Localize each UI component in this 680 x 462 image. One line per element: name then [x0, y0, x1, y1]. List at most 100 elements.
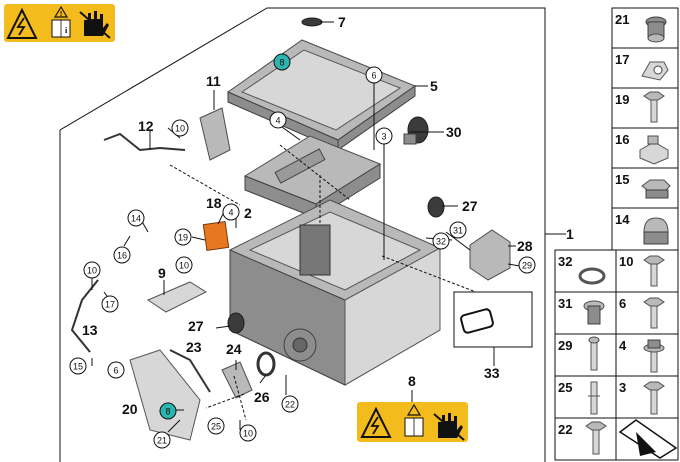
part-22-screw-icon: [585, 421, 607, 455]
callout-27-top: 27: [462, 198, 478, 214]
callout-28: 28: [517, 238, 533, 254]
callout-19: 19: [174, 228, 192, 246]
sensor-23: [169, 349, 211, 393]
callout-4-mid: 4: [222, 203, 240, 221]
callout-30: 30: [446, 124, 462, 140]
svg-text:22: 22: [285, 400, 295, 410]
shield-20: [129, 349, 201, 441]
callout-17: 17: [101, 295, 119, 313]
callout-27-bottom: 27: [188, 318, 204, 334]
part-14-label: 14: [615, 212, 630, 227]
callout-26: 26: [254, 389, 270, 405]
circled-callouts: 8 6 4 3 10 4 14 19: [69, 53, 536, 449]
svg-text:15: 15: [73, 362, 83, 372]
svg-text:10: 10: [175, 124, 185, 134]
svg-text:17: 17: [105, 300, 115, 310]
high-voltage-warning-icon: [6, 7, 38, 39]
svg-text:8: 8: [279, 58, 284, 68]
svg-text:10: 10: [243, 429, 253, 439]
warning-label-bottom: [357, 402, 468, 442]
part-14-cap-nut-icon: [643, 217, 669, 245]
plate-9: [146, 281, 208, 313]
callout-10-a: 10: [171, 119, 189, 137]
part-29-label: 29: [558, 338, 572, 353]
callout-4-top: 4: [269, 111, 287, 129]
callout-18: 18: [206, 195, 222, 211]
callout-11: 11: [206, 73, 221, 89]
callout-33: 33: [484, 365, 500, 381]
svg-text:4: 4: [228, 208, 233, 218]
seal-27-bottom: [227, 312, 245, 334]
cable-12: [103, 132, 186, 152]
cable-13: [70, 279, 99, 353]
callout-8-bottom: 8: [159, 402, 177, 420]
callout-31: 31: [449, 221, 467, 239]
caution-manual-icon: ! i: [51, 5, 71, 38]
part-21-label: 21: [615, 12, 629, 27]
part-19-label: 19: [615, 92, 629, 107]
part-32-ring-icon: [578, 267, 606, 285]
callout-15: 15: [69, 357, 87, 375]
svg-text:25: 25: [211, 422, 221, 432]
part-29-pin-icon: [588, 336, 600, 371]
callout-24: 24: [226, 341, 242, 357]
callout-29: 29: [518, 256, 536, 274]
svg-text:6: 6: [113, 366, 118, 376]
svg-text:4: 4: [275, 116, 280, 126]
callout-1: 1: [566, 226, 574, 242]
callout-8: 8: [408, 373, 416, 389]
bracket-24: [221, 361, 253, 399]
callout-32: 32: [432, 232, 450, 250]
callout-2: 2: [244, 205, 252, 221]
svg-text:21: 21: [157, 436, 167, 446]
callout-7: 7: [338, 14, 346, 30]
callout-23: 23: [186, 339, 202, 355]
svg-text:19: 19: [178, 233, 188, 243]
part-21-plug-icon: [645, 16, 667, 43]
callout-9: 9: [158, 265, 166, 281]
part-4-flange-bolt-icon: [643, 339, 665, 373]
callout-6-top: 6: [365, 66, 383, 84]
no-touch-hand-icon: [433, 413, 465, 441]
part-31-label: 31: [558, 296, 572, 311]
part-25-stud-icon: [588, 381, 600, 415]
svg-text:14: 14: [131, 214, 141, 224]
part-6-bolt-icon: [643, 297, 665, 329]
svg-text:16: 16: [117, 251, 127, 261]
part-10-screw-icon: [643, 255, 665, 287]
part-3-bolt-icon: [643, 381, 665, 415]
part-6-label: 6: [619, 296, 626, 311]
caution-manual-icon: [406, 403, 422, 416]
callout-10-b: 10: [83, 261, 101, 279]
seal-27-top: [427, 196, 445, 218]
callout-10-d: 10: [239, 424, 257, 442]
high-voltage-warning-icon: [360, 406, 392, 438]
connector-30: [403, 116, 429, 145]
part-15-label: 15: [615, 172, 629, 187]
part-25-label: 25: [558, 380, 572, 395]
svg-text:8: 8: [165, 407, 170, 417]
part-4-label: 4: [619, 338, 627, 353]
part-10-label: 10: [619, 254, 633, 269]
cap-7: [301, 17, 323, 27]
part-17-clip-icon: [641, 61, 669, 81]
callout-6-bottom: 6: [107, 361, 125, 379]
callout-13: 13: [82, 322, 98, 338]
svg-text:10: 10: [87, 266, 97, 276]
part-19-bolt-icon: [643, 91, 665, 123]
mid-housing: [243, 135, 382, 219]
part-16-clip-icon: [639, 135, 669, 165]
callout-25: 25: [207, 417, 225, 435]
warning-label-top: ! i: [4, 4, 115, 42]
callout-8-top: 8: [273, 53, 291, 71]
callout-5: 5: [430, 78, 438, 94]
part-32-label: 32: [558, 254, 572, 269]
callout-10-c: 10: [175, 256, 193, 274]
callout-3: 3: [375, 127, 393, 145]
part-31-grommet-icon: [583, 300, 605, 325]
arrow-pointer-icon: [618, 419, 678, 459]
parts-table-bottom: [554, 249, 679, 461]
svg-text:29: 29: [522, 261, 532, 271]
ring-26: [256, 351, 276, 377]
